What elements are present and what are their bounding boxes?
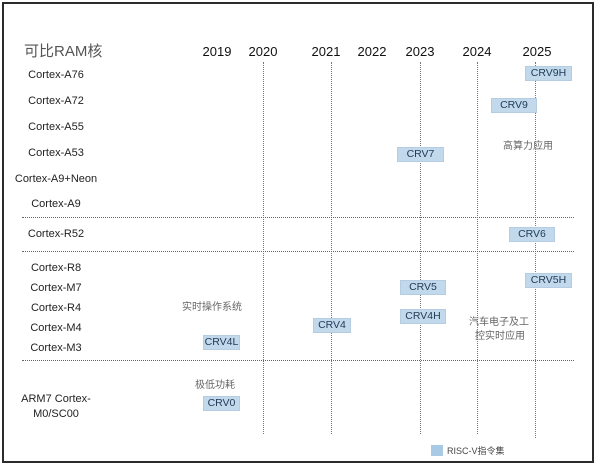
year-2023: 2023 [405, 44, 435, 59]
product-box-crv5h: CRV5H [525, 273, 572, 288]
note-automotive-line2: 控实时应用 [475, 331, 525, 342]
year-gridline-2024 [477, 62, 478, 434]
row-label: Cortex-A72 [28, 95, 84, 107]
row-label: Cortex-R8 [30, 262, 82, 274]
product-box-crv9: CRV9 [491, 98, 537, 113]
note-high-compute: 高算力应用 [503, 141, 553, 152]
year-gridline-2025 [535, 62, 536, 438]
product-box-crv4h: CRV4H [400, 309, 446, 324]
year-2020: 2020 [248, 44, 278, 59]
product-box-crv4l: CRV4L [203, 335, 240, 350]
year-gridline-2020 [263, 62, 264, 434]
product-box-crv9h: CRV9H [525, 66, 572, 81]
year-2019: 2019 [202, 44, 232, 59]
row-label: Cortex-A9 [31, 198, 81, 210]
year-gridline-2021 [331, 62, 332, 434]
section-divider-2 [22, 251, 574, 252]
row-label: Cortex-A9+Neon [14, 173, 98, 185]
product-box-crv7: CRV7 [397, 147, 444, 162]
legend-label: RISC-V指令集 [447, 446, 505, 456]
row-label: Cortex-M4 [30, 322, 82, 334]
note-automotive-line1: 汽车电子及工 [469, 317, 529, 328]
section-divider-1 [22, 217, 574, 218]
row-label: Cortex-A76 [28, 69, 84, 81]
row-label: Cortex-A53 [28, 147, 84, 159]
note-low-power: 极低功耗 [195, 380, 235, 391]
row-label: M0/SC00 [33, 408, 79, 420]
product-box-crv6: CRV6 [509, 227, 555, 242]
diagram-frame [2, 2, 594, 463]
row-label: Cortex-M7 [30, 282, 82, 294]
section-divider-3 [22, 360, 574, 361]
year-2025: 2025 [522, 44, 552, 59]
row-label: Cortex-A55 [28, 121, 84, 133]
row-label: Cortex-R4 [30, 302, 82, 314]
year-gridline-2023 [420, 62, 421, 434]
product-box-crv4: CRV4 [313, 318, 351, 333]
row-label: Cortex-R52 [27, 228, 85, 240]
row-label: ARM7 Cortex- [21, 393, 91, 405]
year-2021: 2021 [311, 44, 341, 59]
row-label: Cortex-M3 [30, 342, 82, 354]
year-2024: 2024 [462, 44, 492, 59]
year-2022: 2022 [357, 44, 387, 59]
product-box-crv5: CRV5 [400, 280, 446, 295]
diagram-title: 可比RAM核 [24, 43, 103, 60]
legend-swatch [431, 445, 443, 456]
note-rtos: 实时操作系统 [182, 302, 242, 313]
product-box-crv0: CRV0 [203, 396, 240, 411]
